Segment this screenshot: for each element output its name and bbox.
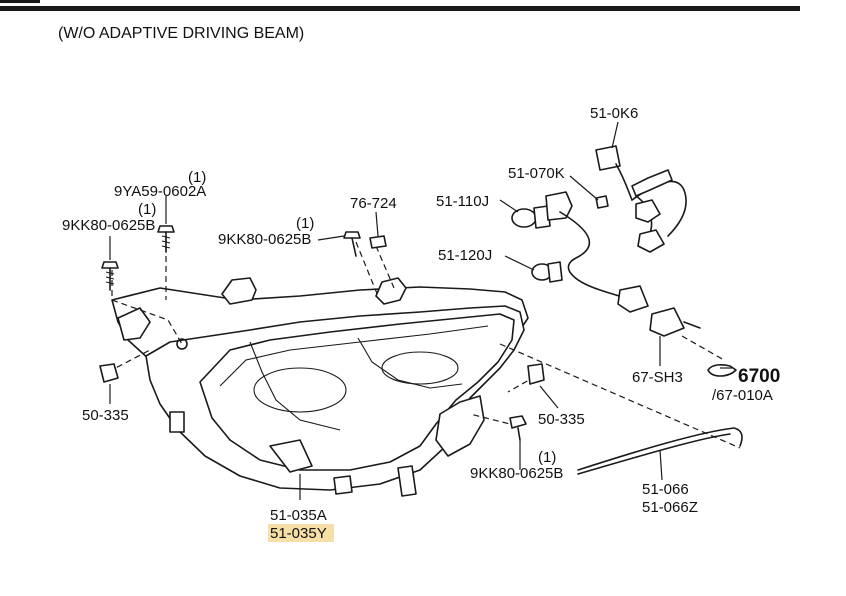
label-51035y[interactable]: 51-035Y (270, 525, 327, 542)
label-9ya59: 9YA59-0602A (114, 183, 206, 200)
label-9kk80-left: 9KK80-0625B (62, 217, 155, 234)
diagram-heading: (W/O ADAPTIVE DRIVING BEAM) (58, 25, 304, 42)
label-76724: 76-724 (350, 195, 397, 212)
nut-50335-right[interactable] (527, 363, 545, 385)
bolt-9kk80-mid[interactable] (343, 231, 361, 257)
nut-50335-left[interactable] (99, 363, 119, 383)
label-9kk80-bottom-qty: (1) (538, 449, 556, 466)
molding-51066[interactable] (577, 427, 743, 475)
pointing-hand-icon (707, 364, 737, 377)
highlight-51035y (268, 524, 334, 542)
wiring-harness[interactable] (559, 163, 687, 313)
label-9kk80-left-qty: (1) (138, 201, 156, 218)
label-51120j: 51-120J (438, 247, 492, 264)
label-9kk80-mid: 9KK80-0625B (218, 231, 311, 248)
label-50335-left: 50-335 (82, 407, 129, 424)
socket-510k6[interactable] (545, 145, 621, 221)
label-510k6: 51-0K6 (590, 105, 638, 122)
bolt-9ya59[interactable] (157, 225, 175, 253)
connector-67sh3[interactable] (649, 307, 701, 337)
label-9kk80-mid-qty: (1) (296, 215, 314, 232)
headlamp-assembly[interactable] (111, 277, 529, 497)
label-9ya59-qty: (1) (188, 169, 206, 186)
label-51110j: 51-110J (436, 193, 489, 210)
label-51066: 51-066 (642, 481, 689, 498)
label-50335-right: 50-335 (538, 411, 585, 428)
header-rule (0, 0, 800, 11)
label-51035a: 51-035A (270, 507, 327, 524)
bolt-9kk80-left[interactable] (101, 261, 119, 291)
bulb-51120j[interactable] (531, 261, 563, 283)
label-51070k: 51-070K (508, 165, 565, 182)
clip-76724[interactable] (369, 235, 387, 249)
bulb-51110j[interactable] (511, 205, 551, 229)
label-51066z: 51-066Z (642, 499, 698, 516)
label-67sh3: 67-SH3 (632, 369, 683, 386)
leader-lines (109, 121, 663, 500)
label-6700: 6700 (738, 366, 780, 387)
bolt-9kk80-bottom[interactable] (509, 415, 527, 441)
label-67010a: /67-010A (712, 387, 773, 404)
bulb-51070k[interactable] (595, 195, 609, 209)
label-9kk80-bottom: 9KK80-0625B (470, 465, 563, 482)
